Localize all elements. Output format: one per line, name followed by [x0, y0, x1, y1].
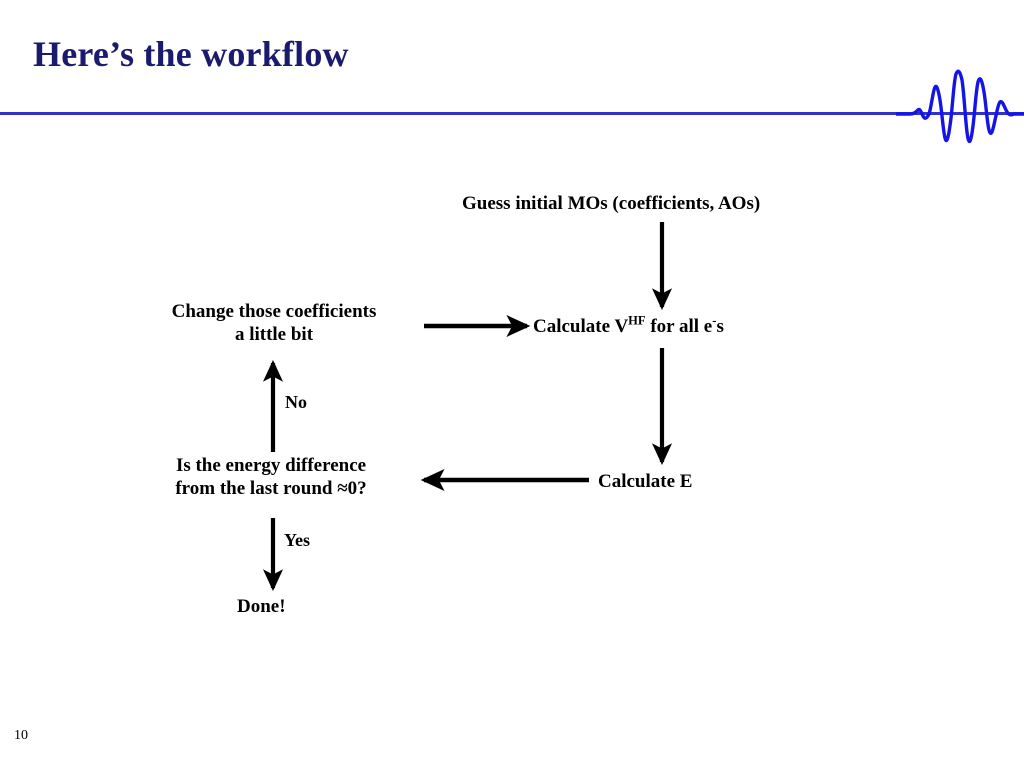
- page-title: Here’s the workflow: [33, 34, 349, 74]
- flow-node-done-line-1: Done!: [237, 596, 286, 617]
- flow-node-energy-question-line-1: Is the energy difference: [175, 455, 367, 476]
- edge-label-no: No: [285, 392, 307, 412]
- calculate-v-text-middle: for all e: [645, 316, 713, 337]
- flow-node-energy-difference-question: Is the energy difference from the last r…: [140, 454, 402, 500]
- flow-node-energy-question-line-2: from the last round ≈0?: [175, 478, 367, 500]
- calculate-v-text-after: s: [716, 316, 724, 337]
- flow-node-guess-line-1: Guess initial MOs (coefficients, AOs): [462, 193, 761, 214]
- calculate-v-text: Calculate V: [533, 316, 629, 337]
- flow-node-calculate-vhf-line: Calculate VHF for all e-s: [533, 313, 724, 338]
- flow-node-change-coefficients: Change those coefficients a little bit: [136, 300, 412, 346]
- flow-node-change-coefficients-line-2: a little bit: [234, 324, 314, 346]
- flow-node-done: Done!: [237, 595, 286, 618]
- calculate-v-superscript-hf: HF: [628, 313, 646, 328]
- electron-charge-superscript: -: [712, 313, 717, 328]
- page-number: 10: [14, 728, 28, 743]
- flow-node-calculate-e: Calculate E: [598, 470, 692, 493]
- flow-node-calculate-e-line-1: Calculate E: [598, 471, 693, 492]
- flow-node-guess-initial-mos: Guess initial MOs (coefficients, AOs): [462, 192, 760, 215]
- title-divider-rule: [0, 112, 1024, 115]
- flow-node-calculate-vhf: Calculate VHF for all e-s: [533, 313, 724, 338]
- edge-label-yes: Yes: [284, 530, 310, 550]
- wave-packet-icon: [896, 69, 1024, 144]
- flow-node-change-coefficients-line-1: Change those coefficients: [171, 301, 377, 322]
